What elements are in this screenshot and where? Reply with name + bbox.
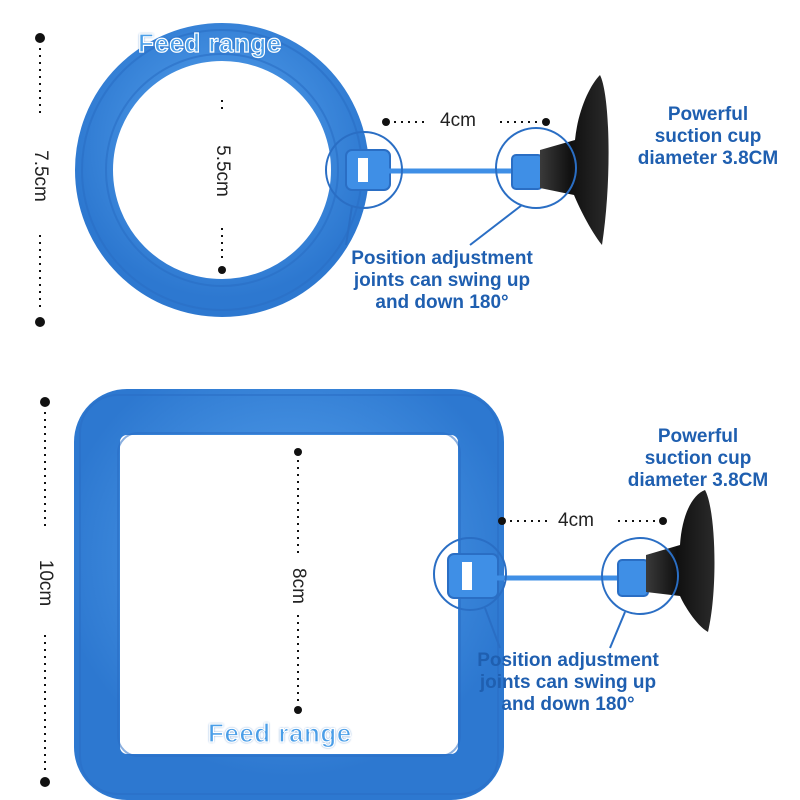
square-inner-dimension: 8cm	[288, 568, 309, 604]
round-feed-range-label: Feed range	[137, 27, 282, 58]
square-arm-length: 4cm	[558, 510, 594, 531]
round-arm-dim-left	[382, 118, 390, 126]
square-joint-slot	[462, 562, 472, 590]
round-joint-slot	[358, 158, 368, 182]
round-joint-line-3: and down 180°	[375, 292, 509, 313]
square-inner-dim-top	[294, 448, 302, 456]
square-joint-label: Position adjustment joints can swing up …	[448, 650, 688, 716]
square-suction-line-1: Powerful	[657, 426, 739, 447]
square-outer-dimension: 10cm	[35, 559, 56, 607]
round-arm-length: 4cm	[440, 110, 476, 131]
round-arm-dim-right	[542, 118, 550, 126]
round-outer-dim-bottom	[35, 317, 45, 327]
square-outer-dim-top	[40, 397, 50, 407]
round-inner-dim-bottom	[218, 266, 226, 274]
square-inner-dim-bottom	[294, 706, 302, 714]
square-joint-clip	[447, 553, 499, 599]
square-arm-dim-left	[498, 517, 506, 525]
square-suction-label: Powerful suction cup diameter 3.8CM	[598, 426, 798, 492]
square-cup-connector	[617, 559, 649, 597]
square-connector-leader	[609, 611, 626, 649]
square-joint-leader	[484, 607, 501, 649]
square-feeder	[40, 389, 715, 800]
round-joint-label: Position adjustment joints can swing up …	[322, 248, 562, 314]
square-connector-highlight	[601, 537, 679, 615]
round-connector-highlight	[495, 127, 577, 209]
round-joint-line-1: Position adjustment	[351, 248, 533, 269]
round-ring-groove-inner	[105, 53, 339, 287]
square-suction-line-2: suction cup	[644, 448, 752, 469]
round-suction-line-1: Powerful	[667, 104, 749, 125]
round-outer-dimension: 7.5cm	[30, 150, 51, 202]
round-suction-line-2: suction cup	[654, 126, 762, 147]
round-suction-line-3: diameter 3.8CM	[637, 148, 779, 169]
round-suction-label: Powerful suction cup diameter 3.8CM	[618, 104, 798, 170]
round-joint-line-2: joints can swing up	[353, 270, 531, 291]
square-joint-highlight	[433, 537, 507, 611]
square-joint-line-2: joints can swing up	[479, 672, 657, 693]
round-feeder	[35, 23, 609, 327]
round-connector-leader	[469, 204, 523, 246]
round-inner-dimension: 5.5cm	[212, 145, 233, 197]
square-joint-line-1: Position adjustment	[477, 650, 659, 671]
square-suction-cup	[646, 490, 715, 632]
round-joint-highlight	[325, 131, 403, 209]
square-joint-line-3: and down 180°	[501, 694, 635, 715]
round-outer-dim-top	[35, 33, 45, 43]
round-joint-leader	[345, 205, 353, 246]
square-feed-range-label: Feed range	[207, 717, 352, 748]
square-outer-dim-bottom	[40, 777, 50, 787]
square-arm-dim-right	[659, 517, 667, 525]
square-suction-line-3: diameter 3.8CM	[627, 470, 769, 491]
round-cup-connector	[511, 154, 543, 190]
